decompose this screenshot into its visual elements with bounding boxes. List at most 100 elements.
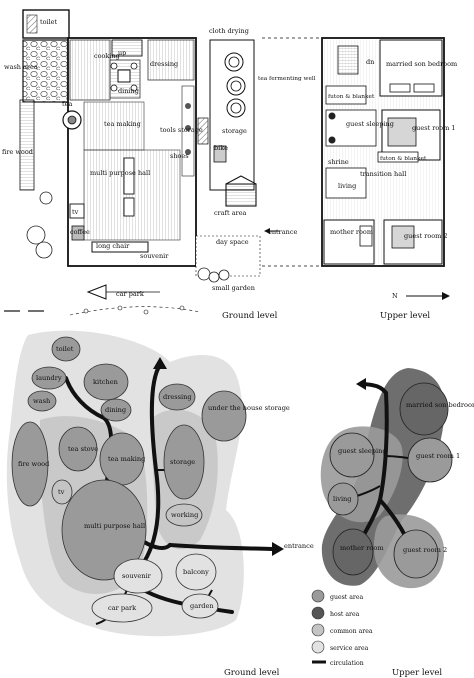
label-bike: bike xyxy=(214,144,228,152)
bubble-label-married-son-bedroom: married son bedroom xyxy=(406,401,474,409)
bubble-label-storage: storage xyxy=(170,458,195,466)
label-small-garden: small garden xyxy=(212,284,255,292)
label-tv: tv xyxy=(72,208,79,216)
bubble-under-house-storage xyxy=(201,390,247,442)
bubble-toilet xyxy=(51,336,81,362)
bubble-guest-room-1 xyxy=(407,437,453,483)
legend-label-host-area: host area xyxy=(330,611,360,618)
label-tea-making: tea making xyxy=(104,120,141,128)
label-multi-purpose-hall: multi purpose hall xyxy=(90,169,150,177)
storage-building xyxy=(209,39,255,191)
bubble-guest-sleeping xyxy=(329,432,375,478)
label-fire-wood: fire wood xyxy=(2,148,33,156)
upper-bubble-diagram: married son bedroom guest sleeping guest… xyxy=(320,368,474,678)
label-car-park: car park xyxy=(116,290,144,298)
label-married-son-bedroom: married son bedroom xyxy=(386,60,457,68)
bubble-label-guest-sleeping: guest sleeping xyxy=(338,447,387,455)
label-up: up xyxy=(118,49,126,57)
bubble-label-balcony: balcony xyxy=(183,568,209,576)
label-souvenir: souvenir xyxy=(140,252,169,260)
label-entrance: entrance xyxy=(268,228,297,236)
label-shrine: shrine xyxy=(328,158,349,166)
label-tools-storage: tools storage xyxy=(160,126,203,134)
label-craft-area: craft area xyxy=(214,209,247,217)
bubble-label-under-house-storage: under the house storage xyxy=(208,404,290,412)
bubble-dressing xyxy=(158,383,196,411)
caption-ground-level-bottom: Ground level xyxy=(224,668,280,678)
bubble-label-kitchen: kitchen xyxy=(93,378,119,386)
ground-bubble-diagram: toilet laundry wash kitchen dining dress… xyxy=(6,330,314,678)
legend-label-guest-area: guest area xyxy=(330,594,364,601)
bubble-label-living: living xyxy=(333,495,352,503)
legend-swatch-guest-area xyxy=(311,589,325,603)
label-futon-blanket-2: futon & blanket xyxy=(380,156,427,162)
bubble-label-guest-room-2: guest room 2 xyxy=(403,546,447,554)
label-cooking: cooking xyxy=(94,52,120,60)
bubble-label-fire-wood: fire wood xyxy=(18,460,50,468)
label-cloth-drying: cloth drying xyxy=(209,27,249,35)
caption-ground-level-top: Ground level xyxy=(222,311,278,321)
label-mother-room: mother room xyxy=(330,228,373,236)
legend-swatch-host-area xyxy=(311,606,325,620)
legend: guest area host area common area service… xyxy=(311,589,373,667)
bubble-label-working: working xyxy=(171,511,199,519)
legend-swatch-common-area xyxy=(311,623,325,637)
label-wash-area: wash area xyxy=(4,63,38,71)
label-dn: dn xyxy=(366,58,374,66)
label-storage: storage xyxy=(222,127,247,135)
label-dining: dining xyxy=(118,87,139,95)
bubble-kitchen xyxy=(83,363,129,401)
bubble-label-tea-stove: tea stove xyxy=(68,445,98,453)
legend-label-common-area: common area xyxy=(330,628,373,635)
label-guest-room-2: guest room 2 xyxy=(404,232,448,240)
bubble-label-tea-making: tea making xyxy=(108,455,146,463)
bubble-souvenir xyxy=(113,558,163,594)
bubble-car-park xyxy=(91,593,153,623)
bubble-garden xyxy=(181,593,219,619)
bubble-label-wash: wash xyxy=(33,397,51,405)
label-dressing: dressing xyxy=(150,60,178,68)
bubble-label-mother-room: mother room xyxy=(340,544,384,552)
bubble-label-car-park: car park xyxy=(108,604,137,612)
upper-floor-plan: dn married son bedroom futon & blanket g… xyxy=(321,37,457,321)
craft-shed xyxy=(225,183,257,207)
label-transition-hall: transition hall xyxy=(360,170,406,178)
label-guest-room-1: guest room 1 xyxy=(412,124,456,132)
bubble-married-son-bedroom xyxy=(399,382,449,436)
bubble-wash xyxy=(27,390,57,412)
caption-upper-level-bottom: Upper level xyxy=(392,668,442,678)
fire-wood-stack xyxy=(19,99,35,191)
bubble-tv xyxy=(51,479,73,505)
bubble-living xyxy=(327,482,359,516)
legend-label-circulation: circulation xyxy=(330,660,364,667)
label-guest-sleeping: guest sleeping xyxy=(346,120,394,128)
bubble-fire-wood xyxy=(11,421,49,507)
bubble-dining xyxy=(100,398,132,422)
bubble-label-garden: garden xyxy=(190,602,214,610)
label-tea: tea xyxy=(62,100,72,108)
bubble-working xyxy=(165,503,203,527)
wash-area xyxy=(22,39,70,103)
bubble-laundry xyxy=(31,366,67,390)
label-north: N xyxy=(392,292,398,300)
bubble-storage xyxy=(163,424,205,500)
label-living: living xyxy=(338,182,356,190)
legend-swatch-service-area xyxy=(311,640,325,654)
legend-label-service-area: service area xyxy=(330,645,369,652)
label-coffee: coffee xyxy=(70,228,90,236)
label-tea-fermenting-well: tea fermenting well xyxy=(258,76,316,82)
bubble-label-tv: tv xyxy=(58,488,65,496)
bubble-label-laundry: laundry xyxy=(36,374,62,382)
ground-floor-plan: toilet wash area cooking up dressing clo… xyxy=(2,9,322,321)
label-shoes: shoes xyxy=(170,152,189,160)
label-day-space: day space xyxy=(216,238,249,246)
label-futon-blanket-1: futon & blanket xyxy=(328,94,375,100)
bubble-label-entrance: entrance xyxy=(284,542,314,550)
bubble-tea-stove xyxy=(58,426,98,472)
caption-upper-level-top: Upper level xyxy=(380,311,430,321)
bubble-guest-room-2 xyxy=(393,529,439,579)
bubble-label-dressing: dressing xyxy=(163,393,192,401)
bubble-label-dining: dining xyxy=(105,406,127,414)
bubble-mother-room xyxy=(332,528,374,576)
